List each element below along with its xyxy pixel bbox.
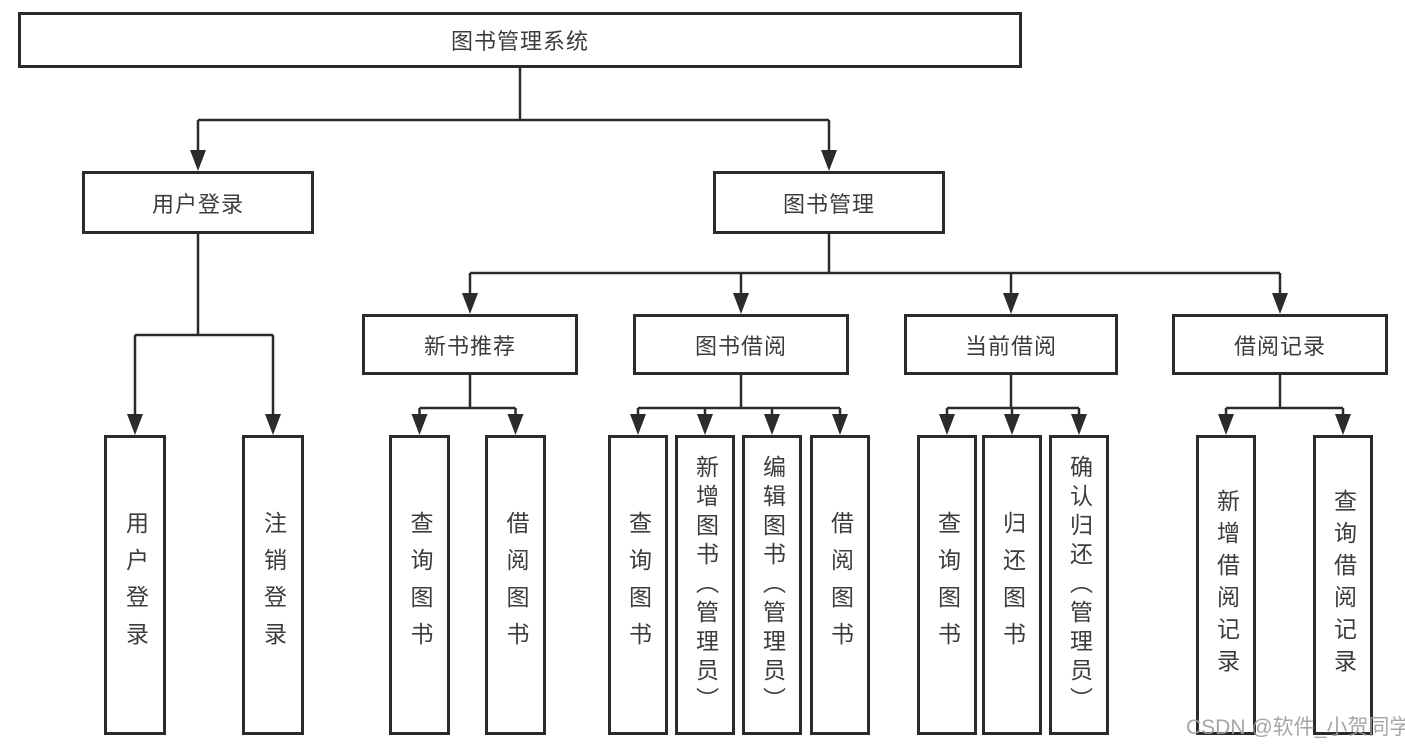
leaf-query-borrow-record-label: 查询借阅记录 [1330, 489, 1357, 681]
leaf-confirm-return-admin-label: 确认归还（管理员） [1066, 454, 1093, 716]
connector-current-borrowing-to-leaves [945, 375, 1081, 419]
leaf-return-books: 归还图书 [982, 435, 1042, 735]
node-book-management-label: 图书管理 [782, 191, 875, 217]
leaf-query-books-current: 查询图书 [917, 435, 977, 735]
leaf-user-login: 用户登录 [104, 435, 166, 735]
node-current-borrowing-label: 当前借阅 [964, 333, 1057, 359]
node-user-login: 用户登录 [82, 171, 314, 234]
leaf-borrow-books-recommend-label: 借阅图书 [503, 511, 529, 659]
leaf-add-borrow-record-label: 新增借阅记录 [1213, 489, 1240, 681]
leaf-add-books-admin: 新增图书（管理员） [675, 435, 735, 735]
connector-user-login-to-leaves [133, 234, 275, 419]
connector-book-management-to-level3 [468, 234, 1282, 298]
arrowheads [127, 150, 1351, 435]
leaf-add-books-admin-label: 新增图书（管理员） [692, 454, 719, 716]
leaf-logout-label: 注销登录 [260, 511, 287, 659]
connector-root-to-level2 [196, 68, 831, 155]
leaf-return-books-label: 归还图书 [999, 511, 1026, 659]
node-new-book-recommendation-label: 新书推荐 [423, 333, 516, 359]
connector-book-borrowing-to-leaves [636, 375, 842, 419]
node-user-login-label: 用户登录 [151, 191, 244, 217]
connector-new-book-to-leaves [418, 375, 517, 419]
node-book-borrowing-label: 图书借阅 [694, 333, 787, 359]
leaf-edit-books-admin: 编辑图书（管理员） [742, 435, 802, 735]
leaf-query-borrow-record: 查询借阅记录 [1313, 435, 1373, 735]
leaf-user-login-label: 用户登录 [122, 511, 149, 659]
node-current-borrowing: 当前借阅 [904, 314, 1118, 375]
leaf-query-books-recommend-label: 查询图书 [407, 511, 433, 659]
leaf-confirm-return-admin: 确认归还（管理员） [1049, 435, 1109, 735]
leaf-query-books-current-label: 查询图书 [934, 511, 961, 659]
leaf-borrow-books-label: 借阅图书 [827, 511, 854, 659]
connector-borrowing-records-to-leaves [1224, 375, 1345, 419]
node-new-book-recommendation: 新书推荐 [362, 314, 578, 375]
leaf-query-books-borrowing-label: 查询图书 [625, 511, 652, 659]
leaf-borrow-books-recommend: 借阅图书 [485, 435, 546, 735]
leaf-logout: 注销登录 [242, 435, 304, 735]
leaf-query-books-recommend: 查询图书 [389, 435, 450, 735]
node-root-label: 图书管理系统 [450, 29, 589, 54]
node-book-borrowing: 图书借阅 [633, 314, 849, 375]
node-borrowing-records: 借阅记录 [1172, 314, 1388, 375]
csdn-watermark: CSDN @软件_小贺同学 [1186, 716, 1405, 739]
leaf-add-borrow-record: 新增借阅记录 [1196, 435, 1256, 735]
node-root: 图书管理系统 [18, 12, 1022, 68]
leaf-edit-books-admin-label: 编辑图书（管理员） [759, 454, 786, 716]
leaf-borrow-books: 借阅图书 [810, 435, 870, 735]
node-book-management: 图书管理 [713, 171, 945, 234]
node-borrowing-records-label: 借阅记录 [1233, 333, 1326, 359]
leaf-query-books-borrowing: 查询图书 [608, 435, 668, 735]
